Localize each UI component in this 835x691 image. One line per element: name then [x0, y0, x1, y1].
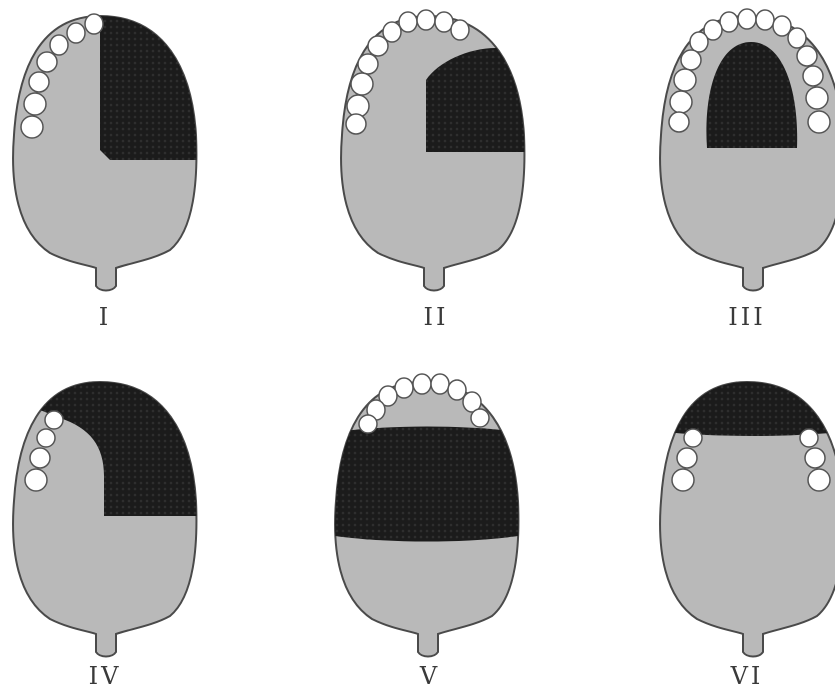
tooth-icon — [738, 9, 756, 29]
tooth-icon — [808, 111, 830, 133]
tooth-icon — [800, 429, 818, 447]
tooth-icon — [681, 50, 701, 70]
tooth-icon — [346, 114, 366, 134]
tooth-icon — [67, 23, 85, 43]
panel-I: I — [13, 12, 200, 331]
tooth-icon — [788, 28, 806, 48]
tooth-icon — [351, 73, 373, 95]
panel-label: II — [424, 303, 449, 331]
tooth-icon — [30, 448, 50, 468]
panel-label: IV — [89, 662, 122, 690]
tooth-icon — [672, 469, 694, 491]
tooth-icon — [471, 409, 489, 427]
tooth-icon — [684, 429, 702, 447]
tooth-icon — [417, 10, 435, 30]
panel-VI: VI — [647, 366, 835, 690]
panel-II: II — [341, 10, 528, 331]
panel-III: III — [660, 9, 835, 331]
tooth-icon — [797, 46, 817, 66]
tooth-icon — [808, 469, 830, 491]
tooth-icon — [37, 429, 55, 447]
tooth-icon — [24, 93, 46, 115]
tooth-icon — [25, 469, 47, 491]
panel-label: III — [728, 303, 765, 331]
tooth-icon — [45, 411, 63, 429]
tooth-icon — [674, 69, 696, 91]
tooth-icon — [85, 14, 103, 34]
tooth-icon — [368, 36, 388, 56]
tooth-icon — [690, 32, 708, 52]
tooth-icon — [451, 20, 469, 40]
tooth-icon — [669, 112, 689, 132]
tooth-icon — [399, 12, 417, 32]
tooth-icon — [431, 374, 449, 394]
dark-region — [100, 12, 200, 160]
panel-label: V — [419, 662, 440, 690]
tooth-icon — [448, 380, 466, 400]
panel-label: I — [99, 303, 111, 331]
dark-region — [647, 366, 835, 436]
tooth-icon — [29, 72, 49, 92]
tooth-icon — [773, 16, 791, 36]
panel-IV: IV — [13, 376, 200, 690]
tooth-icon — [413, 374, 431, 394]
tooth-icon — [21, 116, 43, 138]
tooth-icon — [756, 10, 774, 30]
panel-label: VI — [730, 662, 764, 690]
tooth-icon — [37, 52, 57, 72]
tooth-icon — [806, 87, 828, 109]
tooth-icon — [803, 66, 823, 86]
tooth-icon — [670, 91, 692, 113]
tooth-icon — [359, 415, 377, 433]
panel-V: V — [322, 374, 532, 690]
dark-region — [322, 427, 532, 542]
tooth-icon — [805, 448, 825, 468]
tooth-icon — [358, 54, 378, 74]
tooth-icon — [50, 35, 68, 55]
tooth-icon — [677, 448, 697, 468]
